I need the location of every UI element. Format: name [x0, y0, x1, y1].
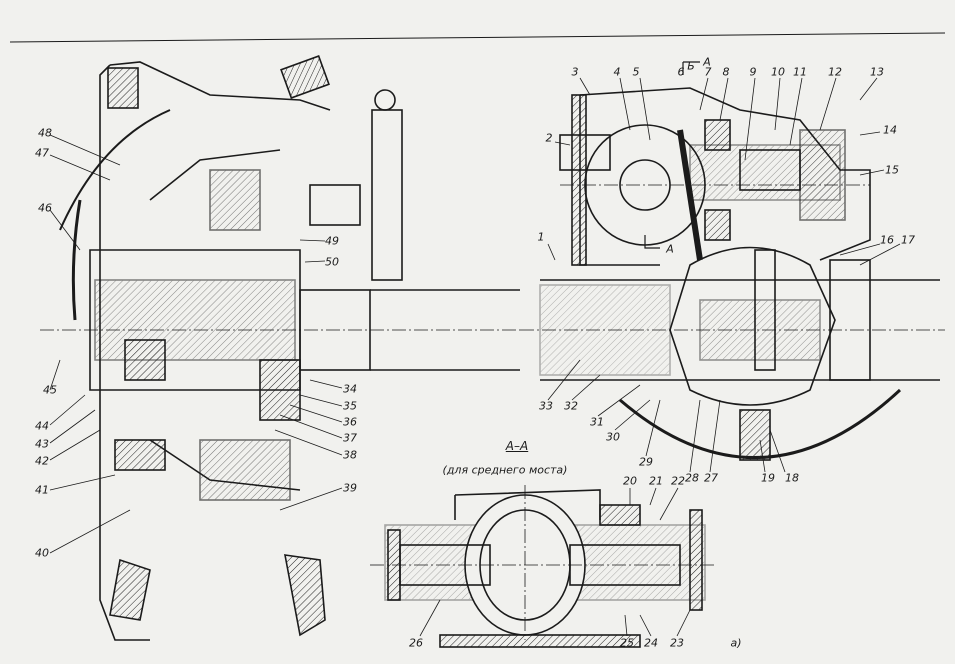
- callout-label: 47: [35, 146, 49, 160]
- callout-label: 14: [883, 123, 897, 137]
- callout-label: 9: [749, 65, 757, 79]
- callout-label: 4: [613, 65, 621, 79]
- callout-label: 22: [671, 474, 685, 488]
- callout-label: 13: [870, 65, 884, 79]
- callout-label: 21: [649, 474, 663, 488]
- callout-label: 26: [409, 636, 423, 650]
- callout-label: 50: [325, 255, 339, 269]
- callout-label: 49: [325, 234, 339, 248]
- section-a-a-drawing: [370, 485, 715, 648]
- callout-label: 40: [35, 546, 49, 560]
- callout-label: 16: [880, 233, 894, 247]
- callout-label: 19: [761, 471, 775, 485]
- wheel-hub-assembly: [40, 55, 520, 641]
- callout-label: 25: [620, 636, 634, 650]
- callout-label: 8: [722, 65, 730, 79]
- callout-label: 27: [704, 471, 718, 485]
- callout-label: 38: [343, 448, 357, 462]
- callout-label: 3: [571, 65, 579, 79]
- callout-label: 2: [545, 131, 553, 145]
- callout-label: 34: [343, 382, 357, 396]
- figure-letter: а): [730, 636, 742, 650]
- callout-label: 42: [35, 454, 49, 468]
- callout-label: 30: [606, 430, 620, 444]
- callout-label: 45: [43, 383, 57, 397]
- callout-label: 48: [38, 126, 52, 140]
- callout-label: 24: [644, 636, 658, 650]
- section-title: А–А: [505, 439, 529, 453]
- section-arrow-label-bottom: А: [666, 242, 674, 256]
- callout-label: 31: [590, 415, 604, 429]
- callout-label: 1: [537, 230, 545, 244]
- section-mark-b: Б: [687, 59, 695, 73]
- main-gear-drive-assembly: [520, 61, 945, 461]
- callout-label: 5: [632, 65, 640, 79]
- callout-label: 29: [639, 455, 653, 469]
- callout-label: 36: [343, 415, 357, 429]
- callout-label: 35: [343, 399, 357, 413]
- callout-label: 11: [793, 65, 807, 79]
- section-arrow-label-top: А: [703, 55, 711, 69]
- callout-label: 43: [35, 437, 49, 451]
- callout-label: 6: [677, 65, 685, 79]
- callout-label: 23: [670, 636, 684, 650]
- section-subtitle: (для среднего моста): [442, 463, 568, 477]
- frame-line: [9, 32, 946, 43]
- callout-label: 18: [785, 471, 799, 485]
- callout-label: 20: [623, 474, 637, 488]
- callout-label: 17: [901, 233, 915, 247]
- callout-label: 46: [38, 201, 52, 215]
- callout-label: 32: [564, 399, 578, 413]
- callout-label: 39: [343, 481, 357, 495]
- callout-label: 12: [828, 65, 842, 79]
- callout-label: 15: [885, 163, 899, 177]
- callout-label: 44: [35, 419, 49, 433]
- callout-label: 10: [771, 65, 785, 79]
- callout-label: 41: [35, 483, 49, 497]
- callout-leaders: [49, 77, 901, 637]
- callout-label: 28: [685, 471, 699, 485]
- callout-label: 37: [343, 431, 357, 445]
- callout-label: 7: [704, 65, 712, 79]
- callout-label: 33: [539, 399, 553, 413]
